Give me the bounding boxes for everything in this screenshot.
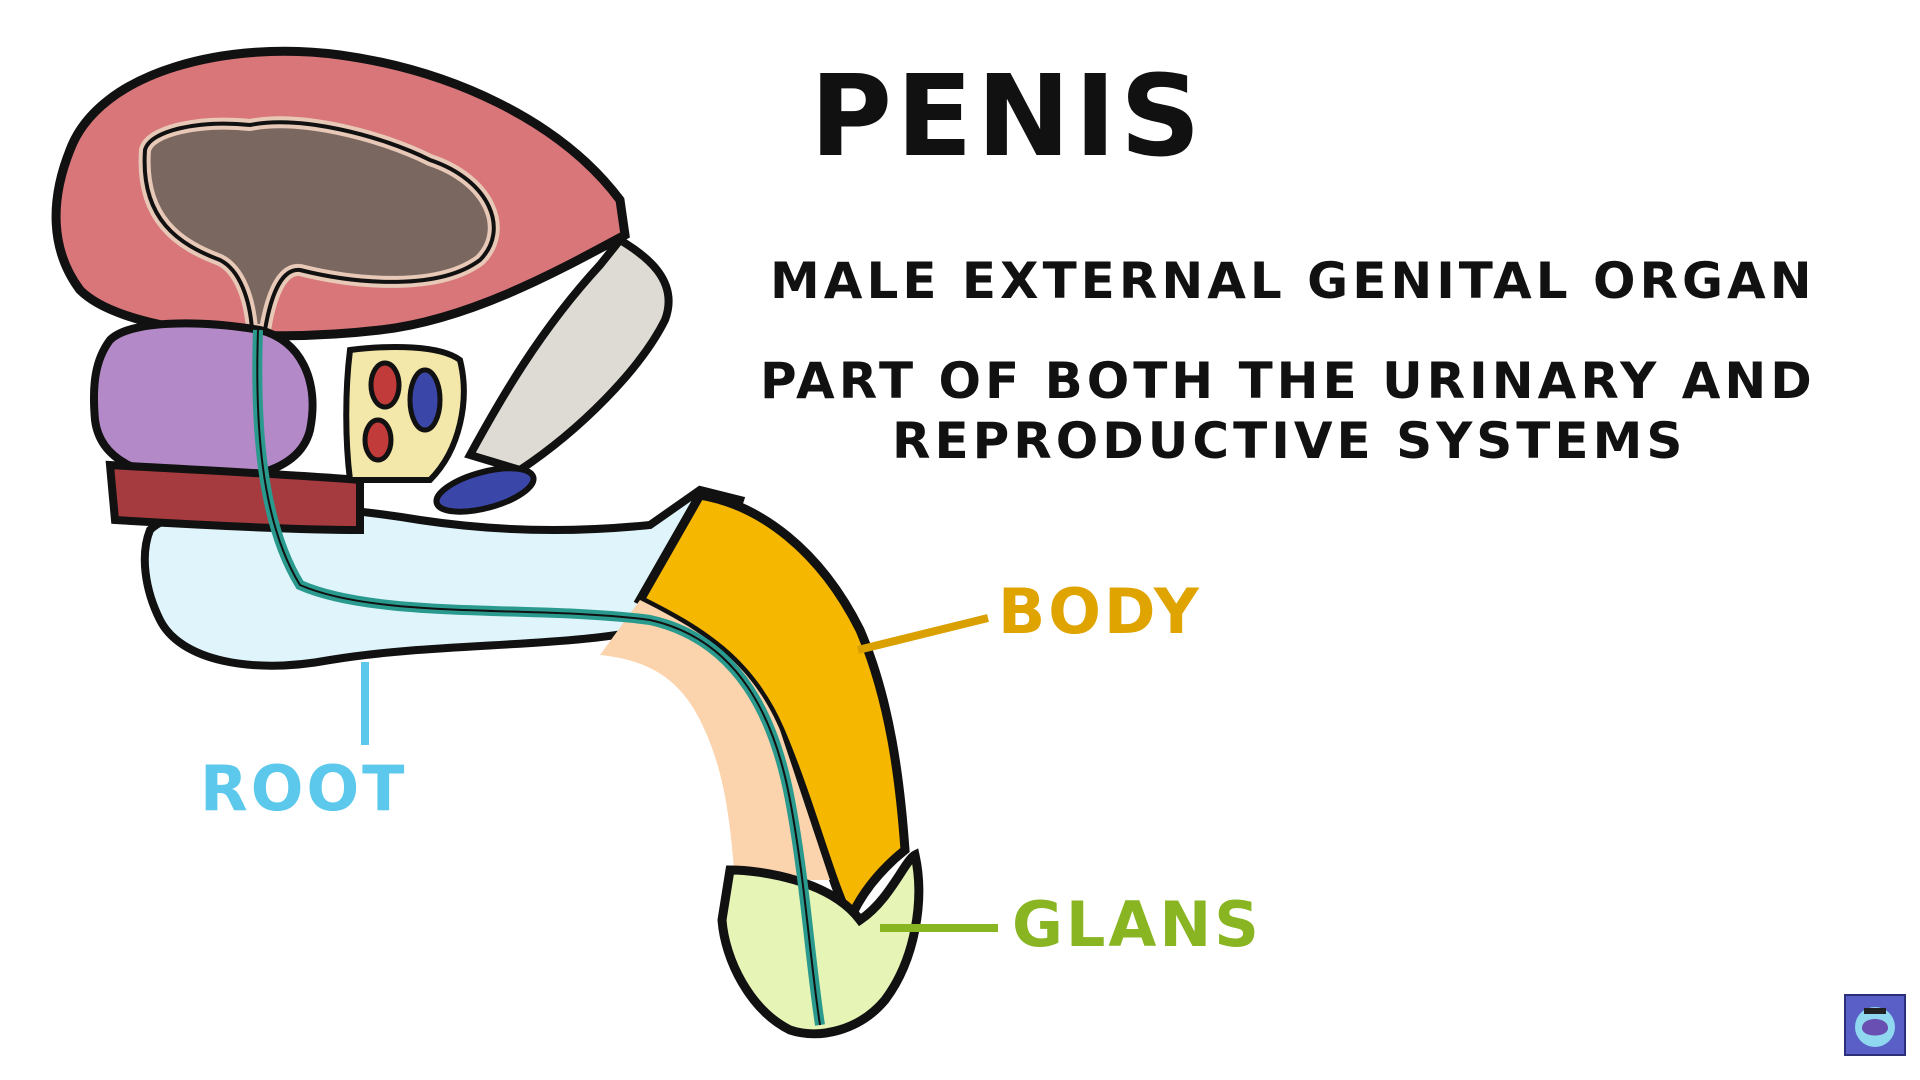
prostate (94, 323, 313, 480)
description-line-2: PART OF BOTH THE URINARY AND (760, 352, 1816, 410)
label-glans: GLANS (1012, 888, 1262, 961)
vessel-zone (346, 347, 464, 480)
brain-graduation-cap-icon[interactable] (1844, 994, 1906, 1056)
artery-2 (365, 420, 391, 460)
label-body: BODY (998, 575, 1202, 648)
artery (371, 363, 399, 407)
label-root: ROOT (200, 752, 407, 825)
body-leader-line (858, 618, 988, 650)
pelvic-muscle (110, 465, 360, 530)
description-line-1: MALE EXTERNAL GENITAL ORGAN (770, 252, 1816, 310)
page-title: PENIS (810, 52, 1205, 182)
vein (410, 370, 440, 430)
description-line-3: REPRODUCTIVE SYSTEMS (892, 412, 1686, 470)
bulb-vessel (432, 460, 538, 521)
